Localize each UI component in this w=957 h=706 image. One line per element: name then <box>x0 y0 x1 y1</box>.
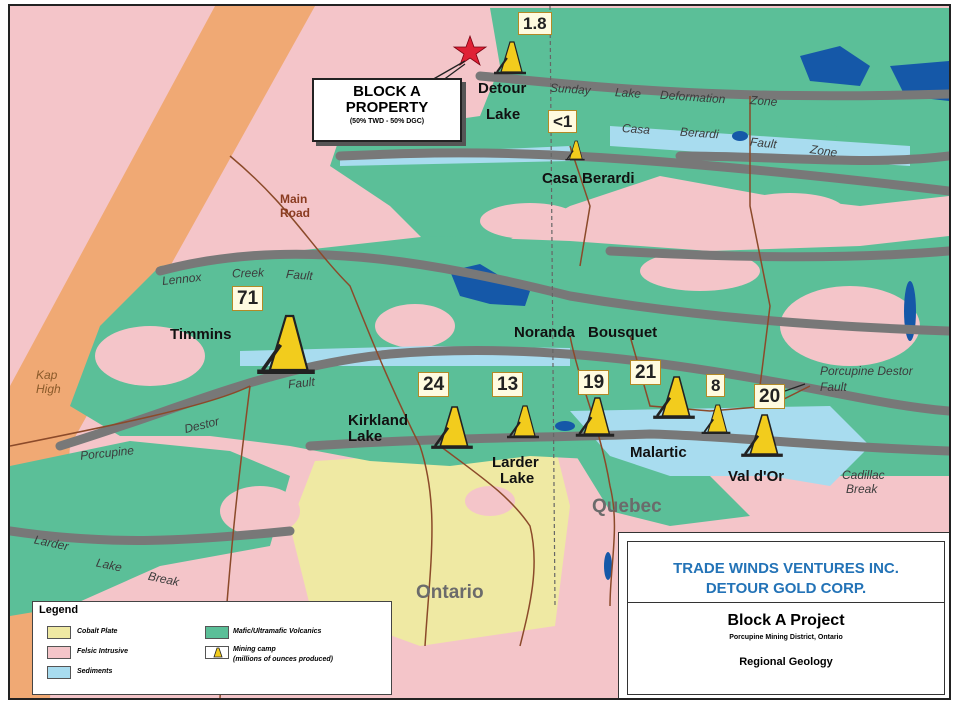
province-label-ontario: Ontario <box>416 582 484 603</box>
town-label-casa-berardi[interactable]: Casa Berardi <box>542 170 635 187</box>
production-box-larder: 13 <box>492 372 524 397</box>
town-detour-line2: Lake <box>486 106 521 123</box>
legend-label-mafic: Mafic/Ultramafic Volcanics <box>233 628 322 635</box>
feature-creek: Creek <box>231 265 265 281</box>
district-subtitle: Porcupine Mining District, Ontario <box>729 634 843 641</box>
geology-map <box>10 6 949 698</box>
feature-sunday: Sunday <box>549 80 592 98</box>
production-box-noranda: 19 <box>578 370 610 395</box>
production-box-malartic: 8 <box>706 374 726 397</box>
province-label-quebec: Quebec <box>592 496 662 517</box>
mining-camp-icon <box>213 647 223 658</box>
production-box-valdor: 20 <box>754 384 786 409</box>
legend-swatch-cobalt <box>47 626 71 639</box>
town-label-larder-lake: Lake <box>500 470 535 487</box>
town-label-kirkland[interactable]: Kirkland <box>348 412 409 429</box>
company-name-2: DETOUR GOLD CORP. <box>705 580 867 597</box>
town-label-kirkland-lake: Lake <box>348 428 383 445</box>
feature-fault3: Fault <box>287 374 316 392</box>
map-legend: Legend Cobalt Plate Felsic Intrusive Sed… <box>32 601 392 695</box>
company-name-1: TRADE WINDS VENTURES INC. <box>673 560 899 577</box>
legend-label-cobalt: Cobalt Plate <box>77 628 118 635</box>
feature-porcupine-destor: Porcupine Destor <box>820 364 913 378</box>
map-frame: BLOCK A PROPERTY (50% TWD - 50% DGC) 1.8… <box>8 4 951 700</box>
feature-casa: Casa <box>621 121 651 137</box>
production-box-casa: <1 <box>548 110 578 133</box>
town-label-detour-lake: Lake <box>486 106 520 123</box>
legend-swatch-mafic <box>205 626 229 639</box>
road-label-road: Road <box>280 206 310 220</box>
legend-label-sediments: Sediments <box>77 668 113 675</box>
block-a-line2: PROPERTY <box>345 99 429 116</box>
town-label-detour[interactable]: Detour <box>478 80 526 97</box>
feature-cadillac-break: Break <box>846 482 878 496</box>
production-box-timmins: 71 <box>232 286 264 311</box>
legend-title: Legend <box>39 604 79 616</box>
map-subject: Regional Geology <box>739 656 833 668</box>
title-block: TRADE WINDS VENTURES INC. DETOUR GOLD CO… <box>618 532 949 698</box>
feature-fault: Fault <box>749 134 778 152</box>
block-a-ownership: (50% TWD - 50% DGC) <box>349 118 425 125</box>
town-label-timmins[interactable]: Timmins <box>170 326 232 343</box>
legend-swatch-felsic <box>47 646 71 659</box>
legend-swatch-sediments <box>47 666 71 679</box>
feature-cadillac: Cadillac <box>842 468 885 482</box>
production-box-detour: 1.8 <box>518 12 552 35</box>
legend-label-camp-sub: (millions of ounces produced) <box>233 656 333 663</box>
legend-swatch-camp <box>205 646 229 659</box>
town-label-bousquet[interactable]: Bousquet <box>588 324 658 341</box>
town-detour-line1: Detour <box>478 80 527 97</box>
town-label-malartic[interactable]: Malartic <box>630 444 687 461</box>
feature-zone1: Zone <box>749 93 778 109</box>
feature-lake: Lake <box>614 85 642 101</box>
block-a-star-icon <box>452 34 488 67</box>
production-box-kirkland: 24 <box>418 372 450 397</box>
provincial-boundary <box>549 6 556 607</box>
road-label-main: Main <box>280 192 308 206</box>
production-box-bousquet: 21 <box>630 360 662 385</box>
felsic-intrusive-area <box>95 180 920 536</box>
feature-pd-fault: Fault <box>820 380 847 394</box>
project-title: Block A Project <box>727 612 845 629</box>
town-label-valdor[interactable]: Val d'Or <box>728 468 785 485</box>
block-a-property-callout[interactable]: BLOCK A PROPERTY (50% TWD - 50% DGC) <box>312 78 462 142</box>
feature-kap: Kap <box>36 368 58 382</box>
town-label-larder[interactable]: Larder <box>492 454 539 471</box>
feature-kap-high: High <box>36 382 61 396</box>
block-a-line1: BLOCK A <box>353 83 421 100</box>
fault-lines <box>10 71 949 545</box>
feature-berardi: Berardi <box>679 124 720 142</box>
legend-label-camp: Mining camp <box>233 646 276 653</box>
town-label-noranda[interactable]: Noranda <box>514 324 575 341</box>
feature-fault2: Fault <box>285 267 314 283</box>
legend-label-felsic: Felsic Intrusive <box>77 648 128 655</box>
